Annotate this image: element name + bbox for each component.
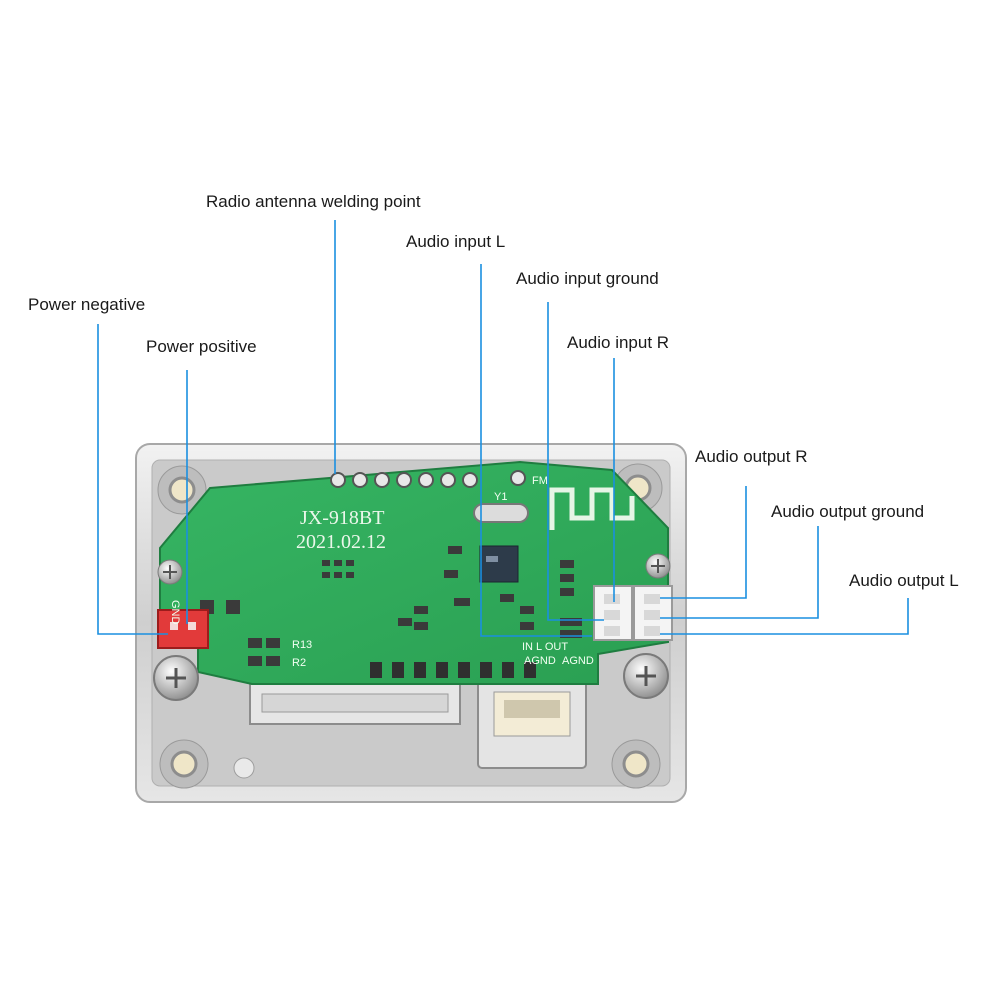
r13-label: R13 [292, 639, 312, 651]
callout-power-negative: Power negative [28, 295, 146, 314]
callout-audio-input-l: Audio input L [406, 232, 506, 251]
usb-port [477, 679, 587, 769]
callout-audio-output-l: Audio output L [849, 571, 959, 590]
gnd-label: GND [169, 600, 181, 625]
callout-power-positive: Power positive [146, 337, 257, 356]
in-l-out-label: IN L OUT [522, 641, 568, 653]
fm-label: FM [532, 475, 548, 487]
power-connector [157, 609, 209, 649]
board-model: JX-918BT [300, 507, 384, 529]
mount-hole-bottom-right [611, 739, 661, 789]
board-date: 2021.02.12 [296, 531, 386, 553]
callout-audio-input-r: Audio input R [567, 333, 670, 352]
leader-audio-output-ground [660, 526, 819, 619]
r2-label: R2 [292, 657, 306, 669]
leader-audio-input-ground [547, 302, 604, 621]
callout-audio-output-r: Audio output R [695, 447, 808, 466]
antenna-pads [330, 470, 526, 488]
bluetooth-antenna-trace [549, 487, 635, 530]
screw-right [623, 653, 669, 699]
mount-hole-bottom-left [159, 739, 209, 789]
screw-small-right [645, 553, 671, 579]
screw-small-left [157, 559, 183, 585]
agnd-label-2: AGND [562, 655, 594, 667]
frame-stud [233, 757, 255, 779]
leader-audio-output-r [660, 486, 747, 599]
sd-card-slot [249, 683, 461, 725]
leader-audio-input-l [480, 264, 592, 637]
audio-output-connector [633, 585, 673, 641]
crystal-y1 [473, 503, 529, 523]
callout-audio-output-ground: Audio output ground [771, 502, 925, 521]
main-chip [479, 545, 519, 583]
callout-radio-antenna: Radio antenna welding point [206, 192, 421, 211]
pcb-header-pins [370, 662, 536, 678]
crystal-label: Y1 [494, 491, 507, 503]
audio-input-connector [593, 585, 633, 641]
agnd-label-1: AGND [524, 655, 556, 667]
leader-power-negative [97, 324, 168, 635]
smd-components [200, 546, 582, 666]
mount-hole-top-left [157, 465, 207, 515]
callout-audio-input-ground: Audio input ground [516, 269, 659, 288]
screw-left [153, 655, 199, 701]
leader-audio-output-l [660, 598, 909, 635]
